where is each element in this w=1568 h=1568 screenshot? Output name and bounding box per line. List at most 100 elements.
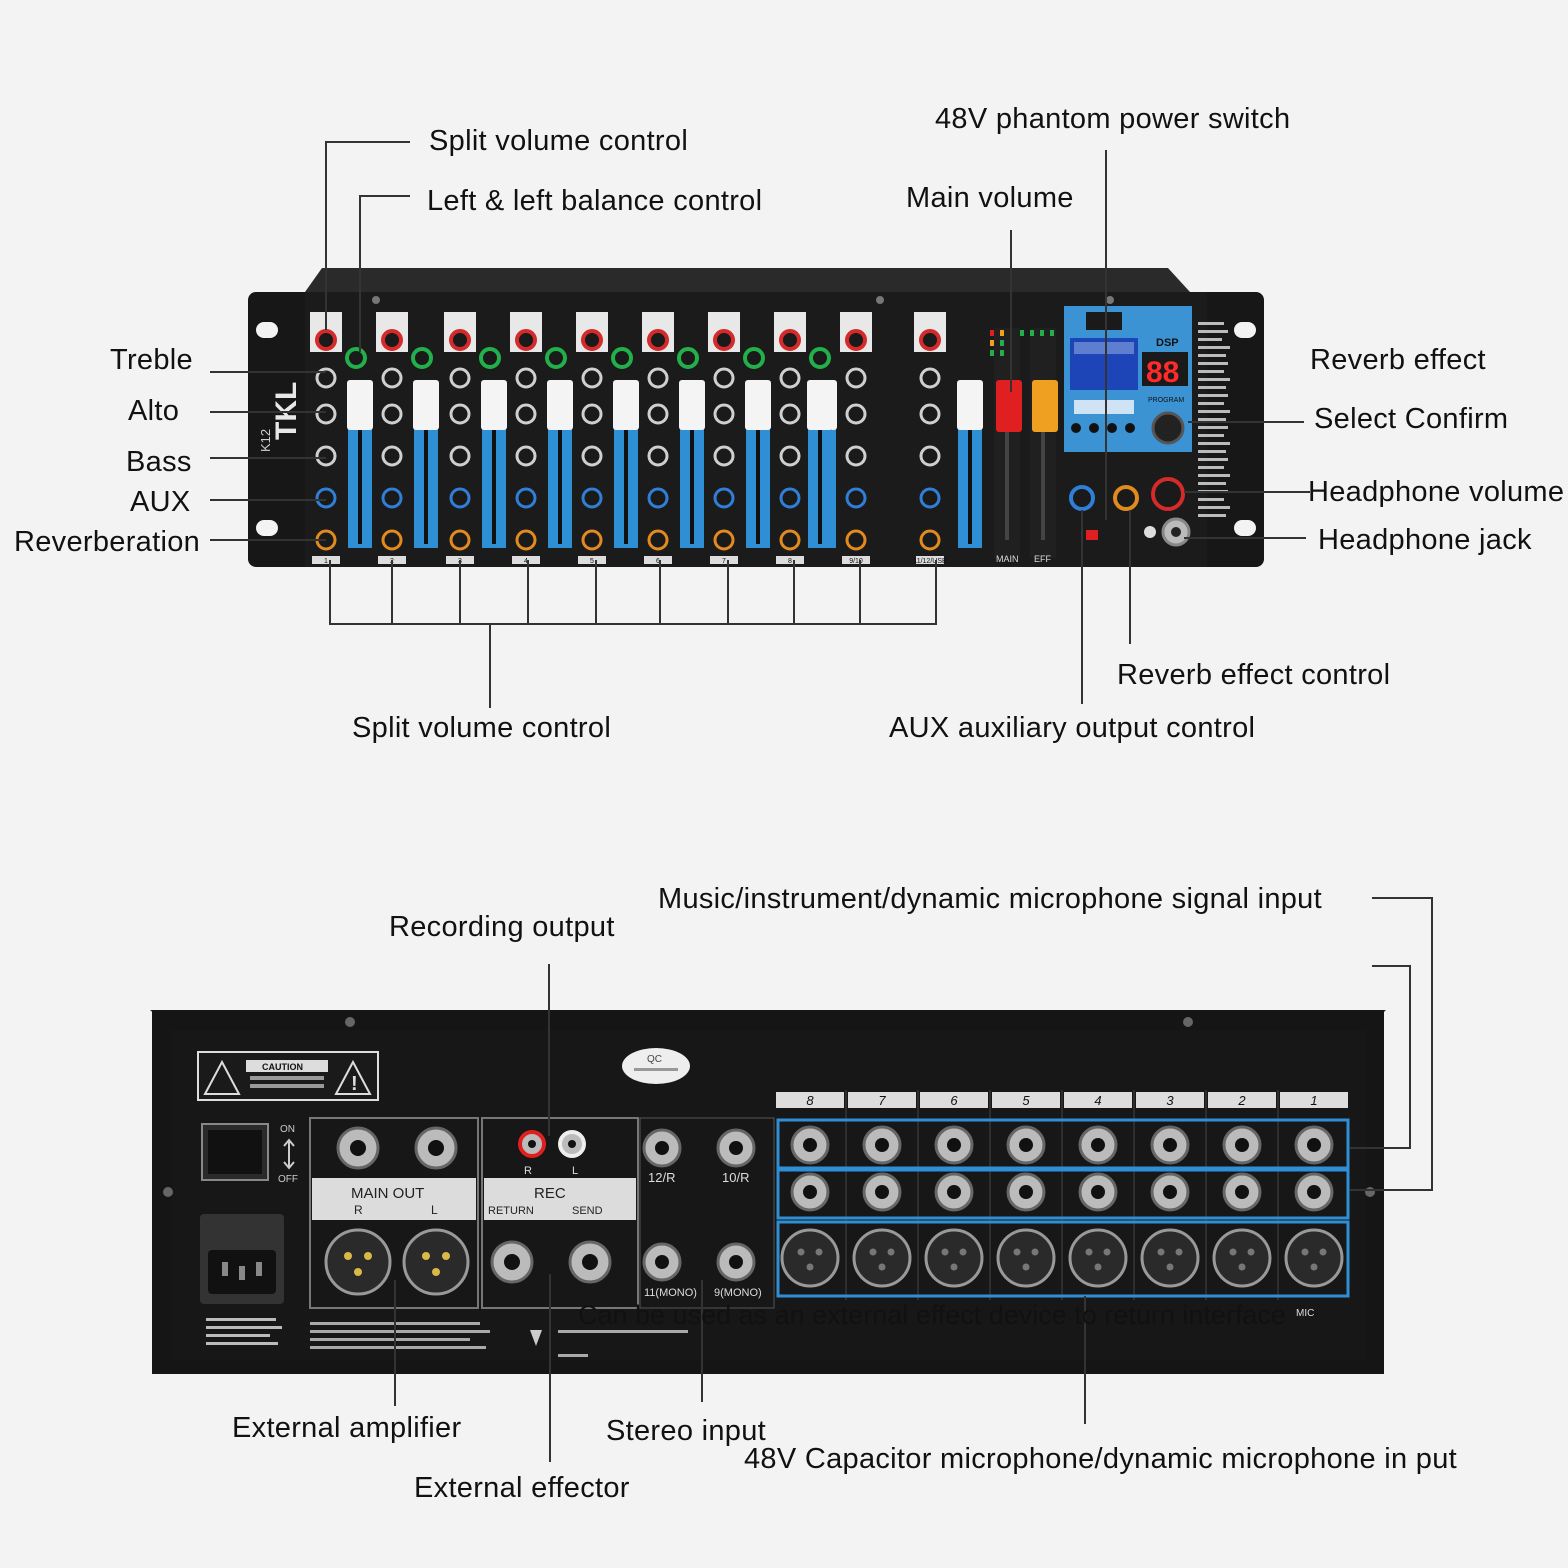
callout-alto: Alto [128, 395, 180, 427]
xlr-mic-input[interactable] [996, 1228, 1056, 1288]
xlr-mic-input[interactable] [1140, 1228, 1200, 1288]
balance-knob[interactable] [743, 347, 765, 369]
main-volume-fader[interactable] [996, 380, 1022, 432]
balance-knob[interactable] [809, 347, 831, 369]
xlr-mic-input[interactable] [852, 1228, 912, 1288]
rec-r-label: R [524, 1165, 532, 1177]
xlr-mic-input[interactable] [1212, 1228, 1272, 1288]
aux-knob[interactable] [515, 487, 537, 509]
aux-knob[interactable] [315, 487, 337, 509]
mic-label: MIC [1296, 1308, 1314, 1319]
channel-fader[interactable] [481, 380, 507, 430]
callout-external-effector: External effector [414, 1472, 630, 1504]
phantom-power-switch[interactable] [1086, 530, 1098, 540]
eq-knob[interactable] [713, 445, 735, 467]
aux-knob[interactable] [713, 487, 735, 509]
aux-knob[interactable] [845, 487, 867, 509]
balance-knob[interactable] [611, 347, 633, 369]
gain-knob[interactable] [581, 329, 603, 351]
channel-fader[interactable] [547, 380, 573, 430]
gain-knob[interactable] [713, 329, 735, 351]
eq-knob[interactable] [381, 403, 403, 425]
main-out-xlr-l[interactable] [402, 1228, 470, 1296]
balance-knob[interactable] [677, 347, 699, 369]
eq-knob[interactable] [381, 367, 403, 389]
xlr-mic-input[interactable] [780, 1228, 840, 1288]
eq-knob[interactable] [647, 445, 669, 467]
channel-fader[interactable] [957, 380, 983, 430]
eq-knob[interactable] [647, 367, 669, 389]
eq-knob[interactable] [381, 445, 403, 467]
main-out-xlr-r[interactable] [324, 1228, 392, 1296]
reverb-knob[interactable] [381, 529, 403, 551]
balance-knob[interactable] [479, 347, 501, 369]
eq-knob[interactable] [515, 403, 537, 425]
channel-fader[interactable] [745, 380, 771, 430]
eq-knob[interactable] [581, 367, 603, 389]
gain-knob[interactable] [381, 329, 403, 351]
eq-knob[interactable] [581, 403, 603, 425]
xlr-mic-input[interactable] [1068, 1228, 1128, 1288]
reverb-knob[interactable] [713, 529, 735, 551]
eq-knob[interactable] [919, 403, 941, 425]
eq-knob[interactable] [779, 403, 801, 425]
eq-knob[interactable] [713, 367, 735, 389]
eq-knob[interactable] [779, 367, 801, 389]
reverb-return-knob[interactable] [1113, 485, 1139, 511]
gain-knob[interactable] [845, 329, 867, 351]
balance-knob[interactable] [411, 347, 433, 369]
eq-knob[interactable] [845, 403, 867, 425]
reverb-knob[interactable] [919, 529, 941, 551]
effect-fader[interactable] [1032, 380, 1058, 432]
reverb-knob[interactable] [449, 529, 471, 551]
eq-knob[interactable] [449, 403, 471, 425]
eq-knob[interactable] [919, 367, 941, 389]
eq-knob[interactable] [581, 445, 603, 467]
eq-knob[interactable] [315, 445, 337, 467]
eq-knob[interactable] [315, 367, 337, 389]
gain-knob[interactable] [779, 329, 801, 351]
eq-knob[interactable] [845, 367, 867, 389]
aux-knob[interactable] [381, 487, 403, 509]
aux-output-knob[interactable] [1069, 485, 1095, 511]
balance-knob[interactable] [545, 347, 567, 369]
xlr-mic-input[interactable] [1284, 1228, 1344, 1288]
eq-knob[interactable] [647, 403, 669, 425]
channel-fader[interactable] [613, 380, 639, 430]
reverb-knob[interactable] [779, 529, 801, 551]
aux-knob[interactable] [581, 487, 603, 509]
eq-knob[interactable] [449, 445, 471, 467]
eq-knob[interactable] [919, 445, 941, 467]
reverb-knob[interactable] [845, 529, 867, 551]
input-row-outline [776, 1118, 1350, 1170]
channel-fader[interactable] [347, 380, 373, 430]
gain-knob[interactable] [647, 329, 669, 351]
reverb-knob[interactable] [647, 529, 669, 551]
stereo-jack-label: 9(MONO) [714, 1287, 762, 1299]
xlr-mic-input[interactable] [924, 1228, 984, 1288]
gain-knob[interactable] [449, 329, 471, 351]
eq-knob[interactable] [515, 445, 537, 467]
channel-fader[interactable] [413, 380, 439, 430]
gain-knob[interactable] [315, 329, 337, 351]
callout-aux: AUX [130, 486, 191, 518]
aux-knob[interactable] [449, 487, 471, 509]
eq-knob[interactable] [449, 367, 471, 389]
reverb-knob[interactable] [515, 529, 537, 551]
eq-knob[interactable] [713, 403, 735, 425]
headphone-volume-knob[interactable] [1151, 477, 1185, 511]
eq-knob[interactable] [515, 367, 537, 389]
eq-knob[interactable] [315, 403, 337, 425]
eq-knob[interactable] [779, 445, 801, 467]
aux-knob[interactable] [779, 487, 801, 509]
eq-knob[interactable] [845, 445, 867, 467]
select-confirm-knob[interactable] [1151, 411, 1185, 445]
aux-knob[interactable] [647, 487, 669, 509]
balance-knob[interactable] [345, 347, 367, 369]
channel-fader[interactable] [679, 380, 705, 430]
aux-knob[interactable] [919, 487, 941, 509]
channel-fader[interactable] [807, 380, 833, 430]
gain-knob[interactable] [515, 329, 537, 351]
gain-knob[interactable] [919, 329, 941, 351]
reverb-knob[interactable] [581, 529, 603, 551]
